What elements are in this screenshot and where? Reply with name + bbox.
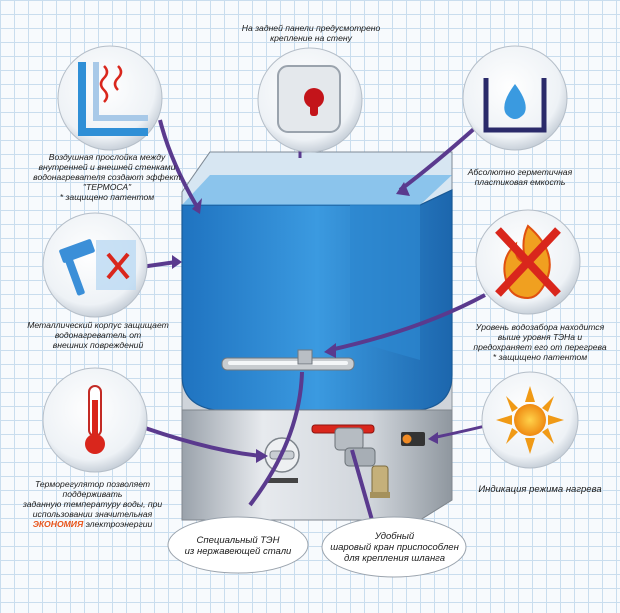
caption-line: крепление на стену bbox=[270, 33, 352, 43]
caption-line: предохраняет его от перегрева bbox=[473, 342, 607, 352]
wall-mount-caption: На задней панели предусмотрено крепление… bbox=[226, 23, 396, 43]
caption-line: Воздушная прослойка между bbox=[48, 152, 166, 162]
thermometer-icon bbox=[42, 367, 148, 473]
caption-line: внутренней и внешней стенками bbox=[38, 162, 176, 172]
caption-line: использовании значительная bbox=[32, 509, 153, 519]
caption-line: пластиковая емкость bbox=[474, 177, 566, 187]
caption-line: для крепления шланга bbox=[343, 553, 446, 564]
caption-line: водонагреватель от bbox=[54, 330, 142, 340]
tap-caption-bubble bbox=[321, 516, 467, 578]
heater-caption: Специальный ТЭН из нержавеющей стали bbox=[168, 535, 308, 557]
indicator-caption: Индикация режима нагрева bbox=[470, 484, 610, 495]
caption-line: внешних повреждений bbox=[52, 340, 144, 350]
metal-body-caption: Металлический корпус защищает водонагрев… bbox=[18, 320, 178, 350]
water-level-caption: Уровень водозабора находится выше уровня… bbox=[465, 322, 615, 362]
caption-line: ЭКОНОМИЯ электроэнергии bbox=[10, 519, 175, 529]
heating-indicator-light bbox=[401, 432, 425, 446]
water-heater bbox=[181, 151, 453, 521]
sealed-tank-caption: Абсолютно герметичная пластиковая емкост… bbox=[455, 167, 585, 187]
caption-line: поддерживать bbox=[62, 489, 123, 499]
caption-line: Специальный ТЭН bbox=[196, 535, 280, 546]
caption-line: "ТЕРМОСА" bbox=[82, 182, 132, 192]
caption-line: Индикация режима нагрева bbox=[478, 484, 602, 495]
caption-line: водонагревателя создают эффект bbox=[33, 172, 181, 182]
caption-line: Абсолютно герметичная bbox=[467, 167, 573, 177]
thermos-layer-icon bbox=[57, 45, 163, 151]
caption-line: Металлический корпус защищает bbox=[27, 320, 169, 330]
thermos-caption: Воздушная прослойка между внутренней и в… bbox=[22, 152, 192, 202]
heater-caption-bubble bbox=[167, 516, 309, 574]
caption-line: * защищено патентом bbox=[59, 192, 155, 202]
caption-line: Уровень водозабора находится bbox=[475, 322, 605, 332]
caption-line: Терморегулятор позволяет bbox=[34, 479, 151, 489]
no-fire-icon bbox=[475, 209, 581, 315]
wall-mount-keyhole-icon bbox=[257, 47, 363, 153]
tap-caption: Удобный шаровый кран приспособлен для кр… bbox=[322, 531, 467, 564]
caption-line: заданную температуру воды, при bbox=[22, 499, 163, 509]
thermostat-caption: Терморегулятор позволяет поддерживать за… bbox=[10, 479, 175, 529]
caption-line: На задней панели предусмотрено bbox=[241, 23, 381, 33]
water-drop-icon bbox=[462, 45, 568, 151]
sun-heating-icon bbox=[481, 371, 579, 469]
caption-text: электроэнергии bbox=[83, 519, 153, 529]
hammer-impact-icon bbox=[42, 212, 148, 318]
caption-line: * защищено патентом bbox=[492, 352, 588, 362]
caption-line: шаровый кран приспособлен bbox=[330, 542, 459, 553]
caption-line: из нержавеющей стали bbox=[184, 546, 292, 557]
callout-arrows bbox=[109, 108, 511, 521]
caption-line: Удобный bbox=[374, 531, 415, 542]
economy-highlight: ЭКОНОМИЯ bbox=[32, 519, 84, 529]
heating-element bbox=[221, 349, 355, 371]
caption-line: выше уровня ТЭНа и bbox=[497, 332, 583, 342]
